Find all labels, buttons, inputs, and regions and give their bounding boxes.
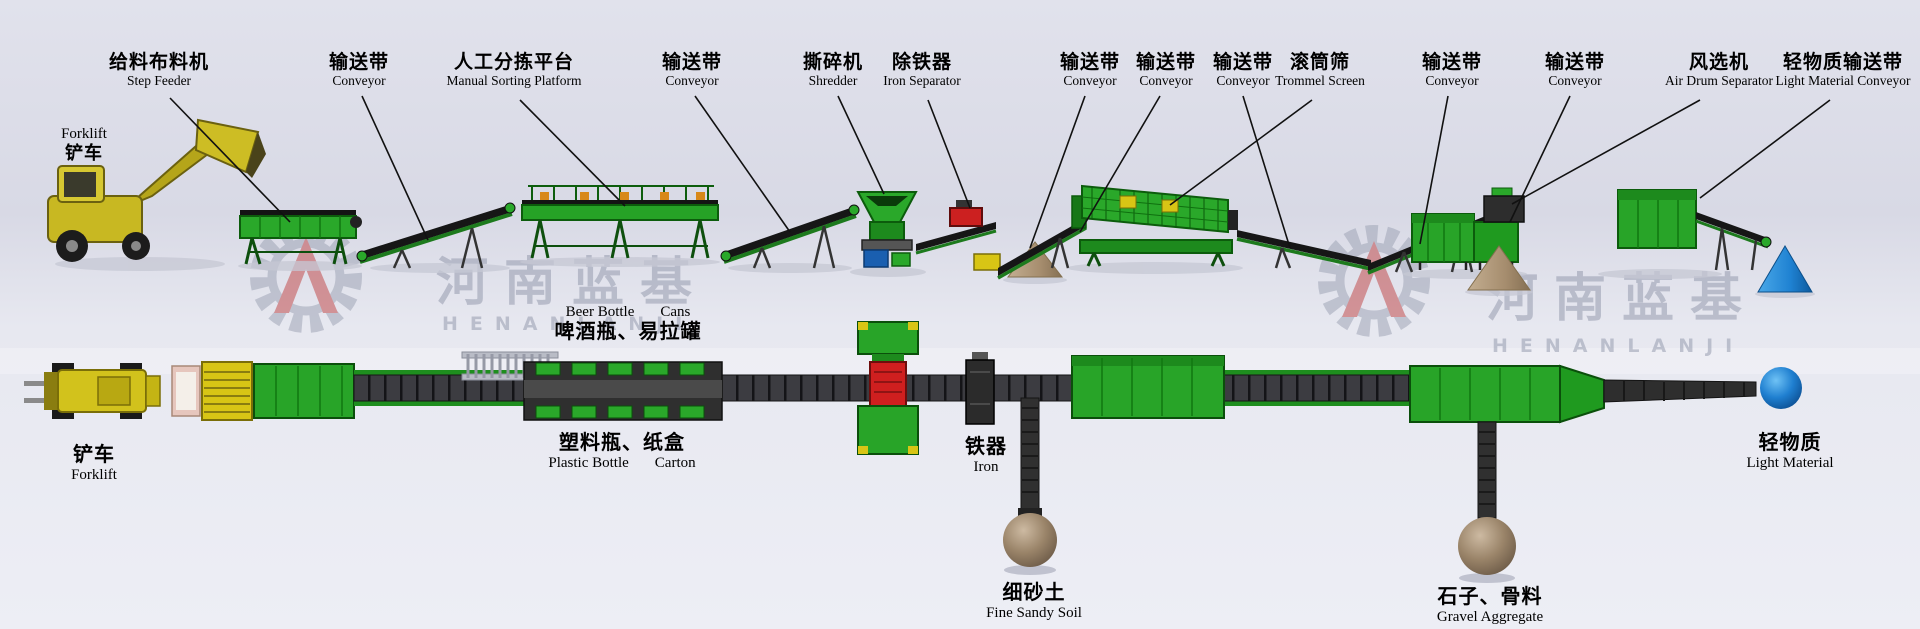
watermark-en-text: HENANLANJI bbox=[442, 313, 694, 335]
trommel-screen-graphic bbox=[1071, 184, 1238, 267]
step-feeder-graphic bbox=[239, 210, 362, 265]
iron-separator-plan-graphic bbox=[965, 352, 995, 425]
leader-line-4 bbox=[694, 95, 791, 233]
air-drum-separator-graphic bbox=[1483, 187, 1525, 223]
gravel-sphere-graphic bbox=[1458, 517, 1516, 583]
forklift-plan-graphic bbox=[24, 363, 161, 419]
leader-line-8 bbox=[1079, 95, 1161, 233]
leader-lines bbox=[169, 95, 1831, 249]
watermark-2: 河南蓝基 HENANLANJI bbox=[1318, 225, 1758, 357]
label-conveyor-4: 输送带 Conveyor bbox=[1135, 52, 1197, 89]
leader-line-13 bbox=[1511, 99, 1701, 205]
sandy-soil-sphere-graphic bbox=[1003, 513, 1057, 575]
pile-2-graphic bbox=[1467, 245, 1531, 291]
leader-line-6 bbox=[927, 99, 971, 209]
leader-line-2 bbox=[361, 95, 429, 241]
leader-line-10 bbox=[1169, 99, 1313, 206]
conveyor-2-graphic bbox=[720, 204, 860, 269]
label-conveyor-6: 输送带 Conveyor bbox=[1421, 52, 1483, 89]
watermark-en-text-2: HENANLANJI bbox=[1492, 335, 1744, 357]
label-gravel-aggregate: 石子、骨料 Gravel Aggregate bbox=[1436, 586, 1544, 625]
forklift-top-graphic bbox=[47, 118, 266, 262]
conveyor-4-graphic bbox=[1236, 230, 1372, 271]
machine-3-plan-graphic bbox=[1409, 364, 1605, 424]
leader-line-3 bbox=[519, 99, 626, 207]
label-conveyor-2: 输送带 Conveyor bbox=[661, 52, 723, 89]
leader-line-11 bbox=[1419, 95, 1449, 245]
label-light-material-conveyor: 轻物质输送带 Light Material Conveyor bbox=[1775, 52, 1911, 89]
drop-conveyor-1-graphic bbox=[1018, 397, 1042, 516]
grate-feeder-plan-graphic bbox=[201, 361, 253, 421]
shredder-graphic bbox=[856, 191, 918, 268]
label-shredder: 撕碎机 Shredder bbox=[802, 52, 864, 89]
leader-line-1 bbox=[169, 97, 291, 223]
label-step-feeder-en: Step Feeder bbox=[126, 73, 192, 89]
conveyor-3-graphic bbox=[997, 218, 1087, 280]
leader-line-14 bbox=[1699, 99, 1831, 199]
label-beer-bottle: Beer Bottle bbox=[565, 304, 635, 320]
label-sorting-platform: 人工分拣平台 Manual Sorting Platform bbox=[446, 52, 582, 89]
sorting-platform-graphic bbox=[521, 185, 719, 259]
label-air-drum-separator: 风选机 Air Drum Separator bbox=[1665, 52, 1773, 89]
label-forklift-top: Forklift 铲车 bbox=[61, 126, 107, 163]
ground-shadows bbox=[55, 257, 1815, 298]
label-conveyor-3: 输送带 Conveyor bbox=[1059, 52, 1121, 89]
label-iron-separator: 除铁器 Iron Separator bbox=[883, 52, 961, 89]
green-feeder-plan-graphic bbox=[253, 363, 355, 419]
drop-conveyor-2-graphic bbox=[1477, 421, 1497, 519]
leader-line-5 bbox=[837, 95, 885, 195]
tail-belt-plan-graphic bbox=[1603, 379, 1757, 403]
label-step-feeder: 给料布料机 Step Feeder bbox=[109, 52, 209, 88]
light-material-conveyor-graphic bbox=[1617, 189, 1772, 271]
blue-cone-graphic bbox=[1757, 245, 1813, 293]
separator-complex-graphic bbox=[1411, 213, 1519, 270]
label-carton: Carton bbox=[654, 455, 696, 471]
label-cans: Cans bbox=[660, 304, 691, 320]
label-iron: 铁器 Iron bbox=[965, 436, 1007, 475]
conveyor-1-graphic bbox=[356, 202, 516, 269]
light-material-sphere-graphic bbox=[1760, 367, 1802, 409]
label-light-material: 轻物质 Light Material bbox=[1746, 432, 1834, 471]
label-step-feeder-zh: 给料布料机 bbox=[108, 52, 210, 73]
label-conveyor-1: 输送带 Conveyor bbox=[328, 52, 390, 89]
label-trommel-screen: 滚筒筛 Trommel Screen bbox=[1275, 52, 1365, 89]
leader-line-12 bbox=[1509, 95, 1571, 223]
label-plastic-bottle: Plastic Bottle bbox=[548, 455, 629, 471]
sorting-station-plan-graphic bbox=[523, 361, 723, 421]
label-fine-sandy-soil: 细砂土 Fine Sandy Soil bbox=[986, 582, 1082, 621]
iron-separator-graphic bbox=[915, 200, 1001, 271]
label-conveyor-5: 输送带 Conveyor bbox=[1212, 52, 1274, 89]
feed-hopper-plan-graphic bbox=[171, 365, 201, 417]
shredder-plan-graphic bbox=[857, 321, 919, 455]
label-forklift-bottom: 铲车 Forklift bbox=[71, 444, 117, 483]
screen-box-plan-graphic bbox=[1071, 355, 1225, 419]
label-conveyor-7: 输送带 Conveyor bbox=[1544, 52, 1606, 89]
watermark-1: 河南蓝基 HENANLANJI bbox=[250, 221, 694, 335]
leader-line-9 bbox=[1242, 95, 1291, 249]
watermark-zh-text-2: 河南蓝基 bbox=[1486, 269, 1758, 329]
leader-line-7 bbox=[1029, 95, 1086, 249]
